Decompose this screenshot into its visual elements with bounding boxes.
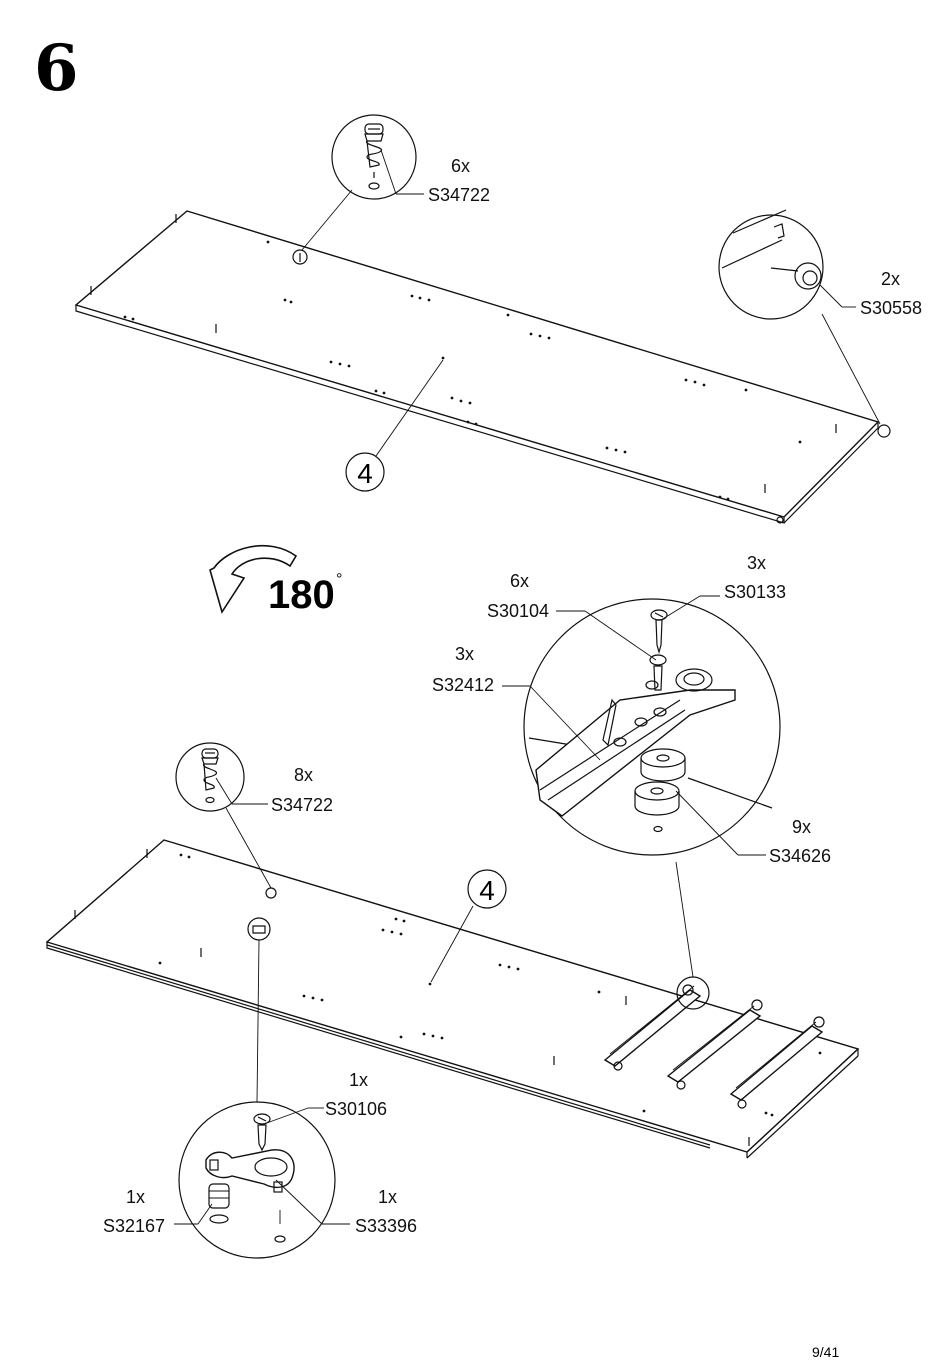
clip-callout-code-1: S30106: [325, 1099, 387, 1119]
upper-panel: [74, 189, 891, 524]
clip-detail: [174, 1101, 350, 1259]
upper-panel-holes: [123, 240, 802, 501]
slide-callout-code-1: S30133: [724, 582, 786, 602]
rotation-unit: °: [336, 571, 342, 588]
rotation-value: 180: [268, 573, 335, 617]
slide-callout-code-2: S30104: [487, 601, 549, 621]
step-number: 6: [34, 31, 79, 106]
rotate-arrow-icon: [209, 544, 298, 614]
clip-callout-qty-2: 1x: [126, 1187, 145, 1207]
upper-part-number: 4: [357, 458, 373, 489]
upper-nail-detail: [718, 209, 856, 320]
slide-callout-qty-1: 3x: [747, 553, 766, 573]
slide-callout-code-3: S32412: [432, 675, 494, 695]
upper-callout-code-2: S30558: [860, 298, 922, 318]
upper-callout-code-1: S34722: [428, 185, 490, 205]
clip-callout-code-2: S32167: [103, 1216, 165, 1236]
slide-mount-detail: [502, 595, 781, 856]
lower-callout-code-1: S34722: [271, 795, 333, 815]
lower-callout-qty-1: 8x: [294, 765, 313, 785]
drawer-slides: [603, 984, 825, 1109]
clip-callout-qty-1: 1x: [349, 1070, 368, 1090]
clip-callout-code-3: S33396: [355, 1216, 417, 1236]
slide-callout-qty-3: 3x: [455, 644, 474, 664]
lower-cam-dowels: [74, 849, 750, 1146]
clip-callout-qty-3: 1x: [378, 1187, 397, 1207]
slide-callout-qty-2: 6x: [510, 571, 529, 591]
upper-dowel-detail: [331, 114, 424, 200]
upper-callout-qty-2: 2x: [881, 269, 900, 289]
lower-panel-holes: [158, 853, 822, 1117]
slide-callout-code-4: S34626: [769, 846, 831, 866]
lower-part-number: 4: [479, 875, 495, 906]
upper-callout-qty-1: 6x: [451, 156, 470, 176]
upper-cam-dowels: [90, 214, 837, 493]
lower-panel: [45, 807, 860, 1159]
lower-dowel-detail: [175, 742, 268, 812]
upper-part-number-circle: [345, 452, 385, 492]
slide-callout-qty-4: 9x: [792, 817, 811, 837]
page-number: 9/41: [812, 1344, 839, 1360]
lower-part-number-circle: [467, 869, 507, 909]
